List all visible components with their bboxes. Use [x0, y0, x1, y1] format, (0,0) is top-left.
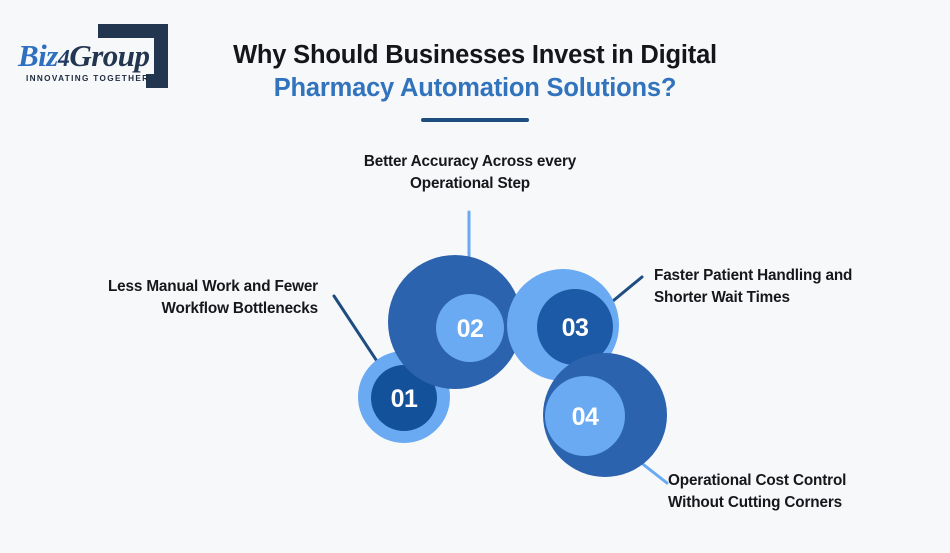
circle-node-04[interactable]: 04 — [543, 353, 667, 477]
logo-word-number: 4 — [57, 46, 70, 72]
logo-word-part2: Group — [69, 38, 150, 73]
logo-wordmark: Biz4Group — [18, 38, 150, 73]
callout-label-04: Operational Cost Control Without Cutting… — [668, 472, 847, 511]
callout-label-01: Less Manual Work and Fewer Workflow Bott… — [107, 278, 318, 317]
brand-logo[interactable]: Biz4Group INNOVATING TOGETHER — [18, 20, 178, 92]
page-title-line-2: Pharmacy Automation Solutions? — [273, 73, 677, 102]
page-title: Why Should Businesses Invest in Digital … — [215, 39, 735, 123]
circle-number-03: 03 — [562, 314, 589, 342]
circle-number-02: 02 — [457, 315, 484, 343]
logo-bracket-icon — [98, 24, 168, 88]
circle-inner-03 — [537, 289, 613, 365]
circle-inner-01 — [371, 365, 437, 431]
logo-word-part1: Biz — [18, 38, 58, 73]
page-title-line-1: Why Should Businesses Invest in Digital — [233, 41, 717, 69]
circle-node-03[interactable]: 03 — [507, 269, 619, 381]
circle-node-02[interactable]: 02 — [388, 255, 522, 389]
callout-label-03: Faster Patient Handling and Shorter Wait… — [654, 267, 853, 306]
logo-tagline: INNOVATING TOGETHER — [26, 74, 150, 83]
title-divider — [421, 118, 529, 123]
circles-group: 01 02 03 04 — [358, 255, 667, 477]
circle-number-04: 04 — [572, 403, 599, 431]
circle-number-01: 01 — [391, 385, 418, 413]
callout-label-02: Better Accuracy Across every Operational… — [363, 153, 577, 192]
circle-inner-02 — [436, 294, 504, 362]
circle-inner-04 — [545, 376, 625, 456]
